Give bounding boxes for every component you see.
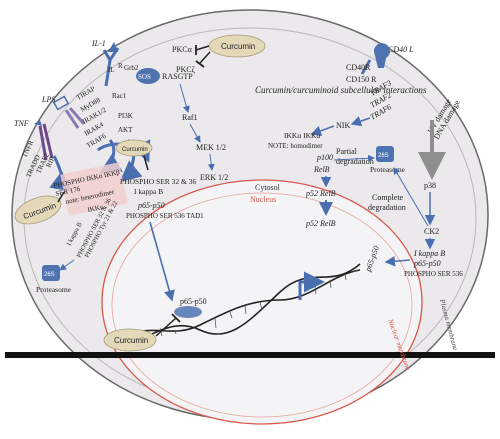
p52relb-label: p52 RelB: [305, 189, 336, 198]
nik-to-ikk-arrow: [310, 125, 335, 136]
curcumin-bottom-label: Curcumin: [114, 336, 148, 345]
ikk-homodimer-line2: NOTE: homodimer: [268, 142, 323, 150]
svg-text:IKKγ: IKKγ: [87, 203, 104, 214]
lps-receptor-icon: [52, 95, 70, 111]
curcumin-inhibit-ser: [143, 155, 149, 171]
mek-to-erk-arrow: [207, 153, 215, 171]
p65p50-label: p65-p50: [137, 201, 165, 210]
erk-label: ERK 1/2: [200, 173, 228, 182]
ikb-to-proteasome-right-arrow: [393, 167, 429, 227]
phospho-ser-label: PHOSPHO SER 32 & 36: [120, 177, 197, 186]
cd150r-label: CD150 R: [346, 75, 377, 84]
p100-label: p100: [316, 153, 333, 162]
p65-nuclear-import-arrow: [149, 221, 175, 302]
phospho-tad-label: PHOSPHO SER 536 TAD1: [126, 212, 204, 220]
raf-to-mek-arrow: [189, 123, 201, 143]
cd40l-label: CD40 L: [388, 45, 414, 54]
cd40-receptor-icon: [373, 43, 390, 68]
curcumin-left: [14, 195, 62, 225]
title-note: Curcumin/curcuminoid subcellular interac…: [255, 85, 427, 95]
curcumin-bottom: [103, 328, 157, 352]
il1-label: IL-1: [91, 39, 106, 48]
floor-bar: [5, 352, 495, 358]
curcumin-center-label: Curcumin: [122, 147, 148, 153]
p100-to-proteasome-arrow: [333, 154, 375, 162]
mek-label: MEK 1/2: [196, 143, 226, 152]
nuc-p65p50-label: p65-p50: [180, 297, 207, 306]
ikk-complex-highlight: [60, 162, 128, 216]
nik-label: NIK: [336, 121, 350, 130]
pkca-label: PKCα: [172, 45, 193, 54]
ras-label: RASGTP: [162, 72, 193, 81]
proteasome-left-label: Proteasome: [36, 285, 72, 294]
ikb-to-proteasome-arrow: [59, 259, 75, 271]
lps-label: LPS: [41, 95, 55, 104]
proteasome-right-badge: 26S: [378, 153, 389, 159]
nucleus-label: Nucleus: [250, 195, 276, 204]
ck2-label: CK2: [424, 227, 439, 236]
transcription-arrow: [298, 271, 325, 300]
partial-label: Partial: [336, 147, 358, 156]
nucleus-inner-membrane: [111, 192, 413, 418]
pkcz-label: PKCζ: [176, 65, 196, 74]
r-small-label: R: [118, 62, 123, 70]
curcumin-top-label: Curcumin: [221, 42, 255, 51]
right-p65-import-arrow: [384, 256, 411, 267]
degradation-label: degradation: [336, 157, 374, 166]
tnf-label: TNF: [14, 119, 29, 128]
ikappab-label: I kappa B: [134, 187, 163, 196]
traf-to-nik-arrow: [350, 116, 371, 127]
curcumin-inhibit-pkcz: [199, 51, 211, 64]
ikk-homodimer-line1: IKKα IKKα: [284, 131, 320, 140]
curcumin-inhibit-ikk: [57, 191, 65, 203]
grb2-label: Grb2: [124, 64, 139, 72]
degradation2-label: degradation: [368, 203, 406, 212]
tnf-receptor-icon: [34, 120, 42, 126]
complete-label: Complete: [372, 193, 404, 202]
svg-text:AKT: AKT: [118, 126, 133, 134]
right-p65p50-label: p65-p50: [413, 259, 441, 268]
svg-text:Rac1: Rac1: [112, 92, 127, 100]
cd40r-label: CD40R: [346, 63, 371, 72]
il1-ligand-icon: [108, 42, 118, 52]
proteasome-right-label: Proteasome: [370, 165, 406, 174]
svg-text:PI3K: PI3K: [118, 112, 133, 120]
sos-node: [136, 68, 160, 84]
curcumin-center: [115, 139, 153, 157]
p38-label: p38: [424, 181, 436, 190]
ras-to-raf-arrow: [179, 83, 190, 113]
right-ikb-label: I kappa B: [413, 249, 445, 258]
curcumin-inhibit-pkca: [195, 45, 210, 51]
proteasome-right: [376, 146, 394, 162]
right-ser536-label: PHOSPHO SER 536: [404, 270, 463, 278]
p52relb-nuc-label: p52 RelB: [305, 219, 336, 228]
curcumin-inhibit-dna: [155, 317, 177, 337]
raf1-label: Raf1: [182, 113, 198, 122]
p65p50-dna-bound: [174, 306, 202, 318]
proteasome-left-badge: 26S: [44, 272, 55, 278]
proteasome-left: [42, 265, 60, 281]
relb-label: RelB: [313, 165, 330, 174]
cytosol-label: Cytosol: [255, 183, 281, 192]
il-small-label: IL: [108, 66, 115, 74]
svg-text:RIP: RIP: [45, 155, 57, 168]
sos-label: SOS: [138, 73, 151, 81]
